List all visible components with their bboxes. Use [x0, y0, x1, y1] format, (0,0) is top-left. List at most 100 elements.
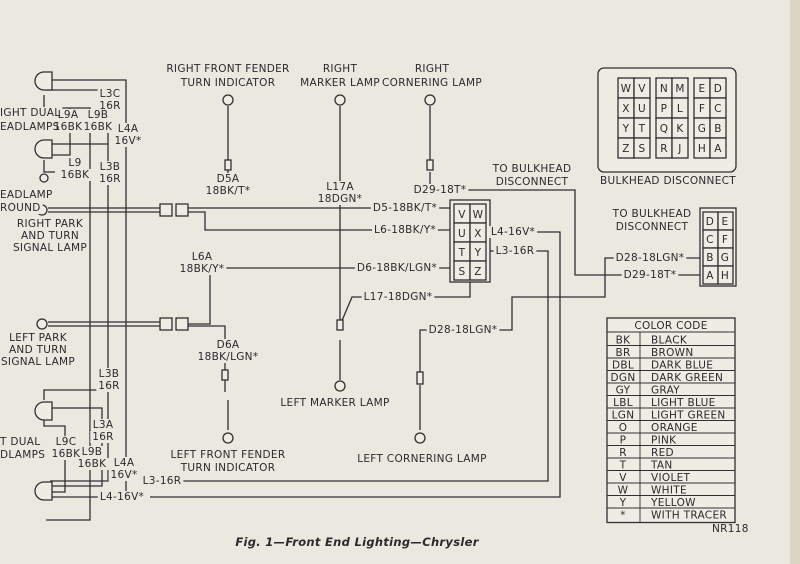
bulkhead-pin: T — [638, 123, 646, 135]
wire-label-l3b-top: 16R — [99, 173, 121, 185]
color-code-abbrev: T — [619, 460, 627, 472]
connector-pin: A — [706, 270, 714, 282]
connector-pin: V — [458, 209, 466, 221]
color-code-name: PINK — [651, 435, 677, 447]
wire-label-l9b-top: L9B — [88, 109, 109, 121]
component-label-right-marker-lamp: MARKER LAMP — [300, 77, 380, 89]
color-code-abbrev: GY — [616, 385, 631, 397]
bulkhead-pin: U — [638, 103, 646, 115]
component-label-headlamp-ground: ROUND — [0, 202, 41, 214]
color-code-name: DARK GREEN — [651, 372, 723, 384]
color-code-abbrev: DBL — [612, 360, 634, 372]
color-code-abbrev: LBL — [613, 397, 633, 409]
wire-label-d5: D5-18BK/T* — [373, 202, 437, 214]
bulkhead-pin: S — [639, 143, 646, 155]
bulkhead-pin: K — [676, 123, 684, 135]
wire-label-l4: L4-16V* — [491, 226, 535, 238]
wire-label-l9: L9 — [68, 157, 81, 169]
bulkhead-pin: W — [621, 83, 632, 95]
headlamp-right-inner — [34, 139, 53, 159]
wire-label-l3c: L3C — [100, 88, 121, 100]
component-label-right-cornering-lamp: RIGHT — [415, 63, 450, 75]
bulkhead-pin: M — [675, 83, 684, 95]
component-label-left-marker-lamp: LEFT MARKER LAMP — [280, 397, 389, 409]
component-label-left-park-lamp: SIGNAL LAMP — [1, 356, 75, 368]
wire-label-d28-right: D28-18LGN* — [616, 252, 685, 264]
component-label-right-park-lamp: RIGHT PARK — [17, 218, 84, 230]
component-label-left-front-fender: TURN INDICATOR — [180, 462, 276, 474]
connector-pin: C — [706, 234, 714, 246]
connector-pin: W — [473, 209, 484, 221]
component-label-bulkhead-disconnect: BULKHEAD DISCONNECT — [600, 175, 736, 187]
component-label-right-park-lamp: SIGNAL LAMP — [13, 242, 87, 254]
wire-label-d29: D29-18T* — [414, 184, 467, 196]
wire-label-l9a: 16BK — [54, 121, 83, 133]
color-code-abbrev: LGN — [612, 410, 635, 422]
color-code-name: BROWN — [651, 347, 694, 359]
wire-label-l17a: L17A — [326, 181, 354, 193]
wire-label-l3b-bot: 16R — [98, 380, 120, 392]
left-park-bulb — [36, 318, 48, 330]
connector-pin: Z — [474, 266, 482, 278]
wire-label-l9b-top: 16BK — [84, 121, 113, 133]
page-edge — [790, 0, 800, 564]
color-code-abbrev: W — [618, 485, 629, 497]
component-label-headlamp-ground: EADLAMP — [0, 189, 53, 201]
bulkhead-pin: A — [714, 143, 722, 155]
component-label-right-marker-lamp: RIGHT — [323, 63, 358, 75]
wire-label-l9c: L9C — [56, 436, 77, 448]
wire-label-d28: D28-18LGN* — [429, 324, 498, 336]
left-park-connector-mate — [175, 317, 189, 331]
left-harness-wires — [43, 79, 561, 521]
connector-pin: F — [722, 234, 728, 246]
color-code-name: ORANGE — [651, 422, 698, 434]
bulkhead-pin: N — [660, 83, 668, 95]
wire-label-l3a: L3A — [93, 419, 114, 431]
wire-label-d6: D6-18BK/LGN* — [357, 262, 437, 274]
color-code-name: RED — [651, 447, 674, 459]
wire-label-l6a: L6A — [192, 251, 213, 263]
color-code-name: TAN — [650, 460, 673, 472]
color-code-abbrev: V — [619, 472, 627, 484]
bulkhead-pin: J — [677, 143, 681, 155]
right-park-connector — [159, 203, 173, 217]
connector-pin: G — [721, 252, 729, 264]
component-label-left-park-lamp: LEFT PARK — [9, 332, 68, 344]
wire-label-l3c: 16R — [99, 100, 121, 112]
color-code-name: GRAY — [651, 385, 680, 397]
wire-label-d5a: D5A — [217, 173, 240, 185]
wire-label-l3b-bot: L3B — [99, 368, 120, 380]
color-code-abbrev: DGN — [611, 372, 636, 384]
color-code-name: VIOLET — [651, 472, 691, 484]
color-code-name: WHITE — [651, 485, 687, 497]
bulkhead-pin: F — [699, 103, 705, 115]
wire-label-l17a: 18DGN* — [318, 193, 363, 205]
bulkhead-pin: B — [714, 123, 722, 135]
color-code-abbrev: BK — [616, 335, 632, 347]
wire-label-l9b-bot: 16BK — [78, 458, 107, 470]
wire-label-l4a-top: L4A — [118, 123, 139, 135]
wire-label-l9b-bot: L9B — [82, 446, 103, 458]
wire-label-l4a-top: 16V* — [115, 135, 142, 147]
color-code-name: WITH TRACER — [651, 510, 727, 522]
color-code-name: BLACK — [651, 335, 688, 347]
component-label-to-bulkhead: DISCONNECT — [496, 176, 569, 188]
wire-label-l4a-bot: 16V* — [111, 469, 138, 481]
wire-label-l3b-top: L3B — [100, 161, 121, 173]
bulkhead-pin: R — [660, 143, 668, 155]
component-label-left-dual-headlamps: T DUAL — [0, 436, 40, 448]
wire-label-l6a: 18BK/Y* — [180, 263, 225, 275]
headlamp-left-inner — [34, 481, 53, 501]
wire-label-d6a: D6A — [217, 339, 240, 351]
wire-label-l3-16r-bot: L3-16R — [143, 475, 182, 487]
bulkhead-pin: D — [714, 83, 722, 95]
component-label-to-bulkhead: DISCONNECT — [616, 221, 689, 233]
color-code-abbrev: Y — [619, 497, 627, 509]
color-code-title: COLOR CODE — [634, 320, 707, 332]
component-label-right-front-fender: RIGHT FRONT FENDER — [166, 63, 289, 75]
component-label-to-bulkhead: TO BULKHEAD — [612, 208, 692, 220]
